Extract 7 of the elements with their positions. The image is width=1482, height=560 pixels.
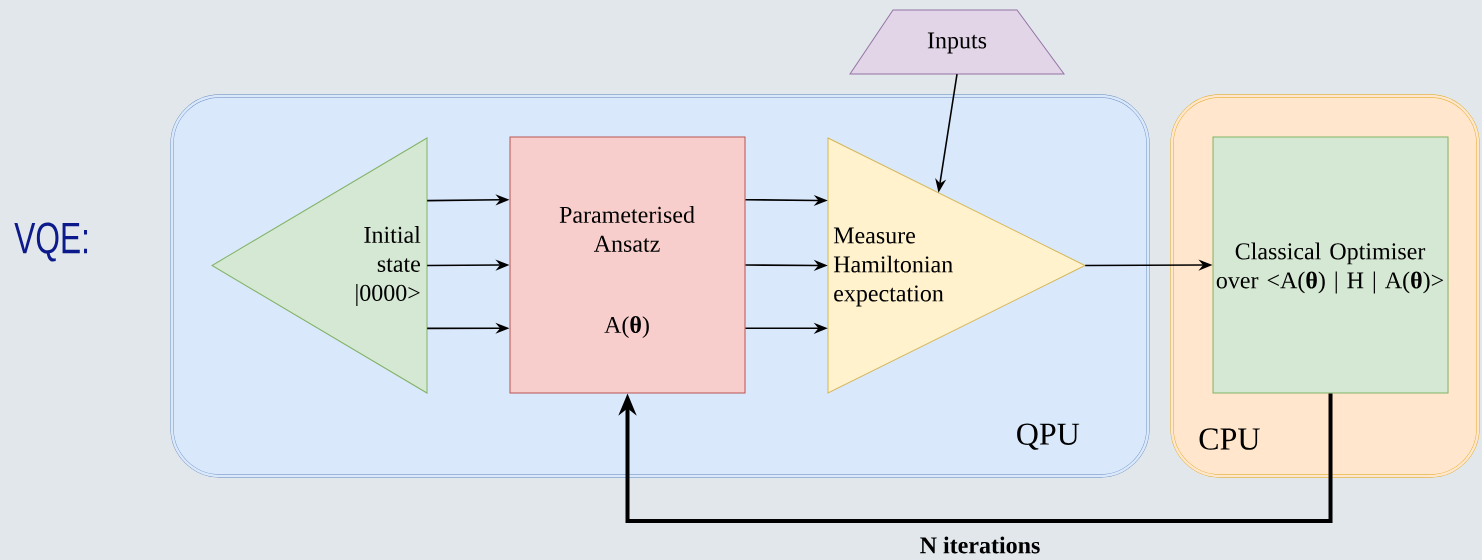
measure-triangle: Measure Hamiltonian expectation <box>827 137 1086 394</box>
initial-state-triangle: Initial state |0000> <box>211 137 428 394</box>
inputs-trapezoid: Inputs <box>849 9 1065 75</box>
ansatz-box: Parameterised Ansatz A(θ) <box>509 136 746 394</box>
optimiser-box: Classical Optimiser over <A(θ) | H | A(θ)> <box>1212 136 1449 394</box>
title: VQE: <box>14 222 88 262</box>
feedback-arrow <box>618 393 1333 523</box>
